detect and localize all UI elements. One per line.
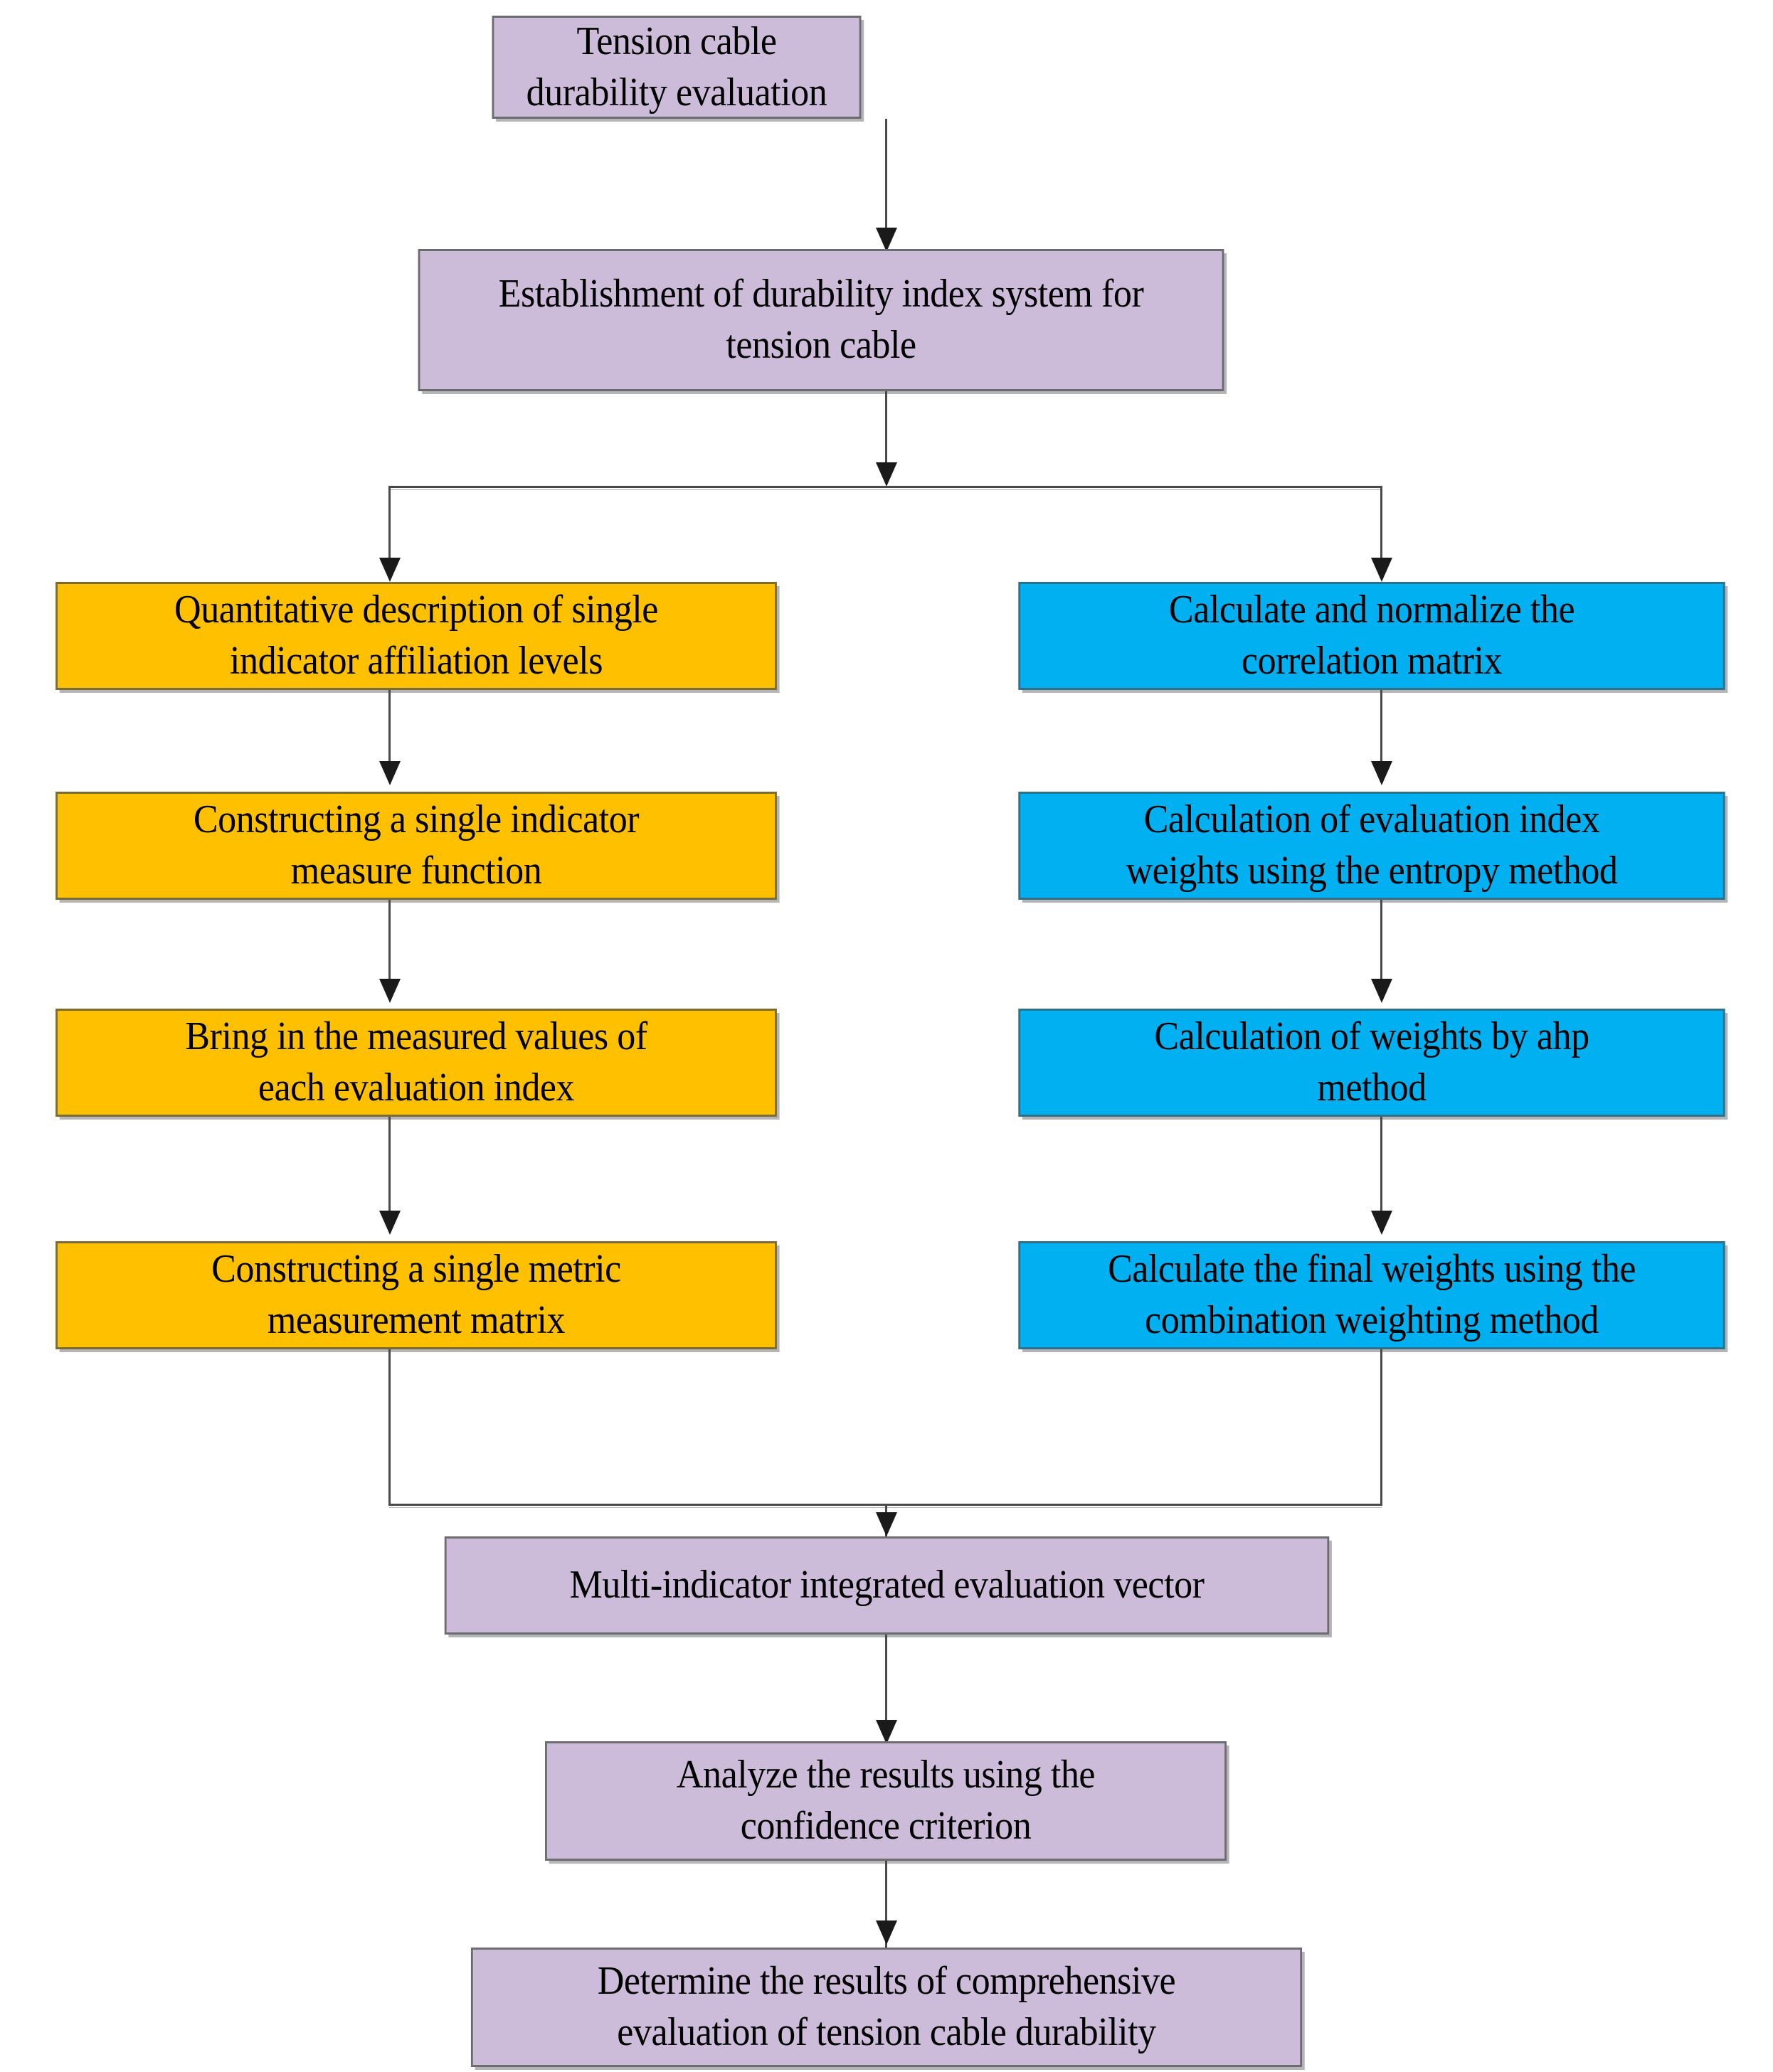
node-left-1[interactable]: Quantitative description of single indic… <box>55 582 777 690</box>
connector-right-3-to-4 <box>1380 1117 1382 1223</box>
arrowhead-split-left <box>379 558 401 582</box>
node-start-label: Tension cable durability evaluation <box>526 18 827 115</box>
node-left-2[interactable]: Constructing a single indicator measure … <box>55 792 777 900</box>
node-right-2[interactable]: Calculation of evaluation index weights … <box>1018 792 1725 900</box>
node-merge-3[interactable]: Determine the results of comprehensive e… <box>470 1948 1303 2067</box>
node-right-4-label: Calculate the final weights using the co… <box>1107 1247 1636 1342</box>
node-right-4[interactable]: Calculate the final weights using the co… <box>1018 1241 1725 1349</box>
connector-index-to-split <box>885 391 887 477</box>
node-right-3-label: Calculation of weights by ahp method <box>1154 1014 1589 1110</box>
node-left-1-label: Quantitative description of single indic… <box>174 588 658 683</box>
arrowhead-right-3-to-4 <box>1371 1211 1392 1235</box>
node-start[interactable]: Tension cable durability evaluation <box>492 16 862 119</box>
arrowhead-split-right <box>1371 558 1392 582</box>
connector-right-2-to-3 <box>1380 900 1382 991</box>
arrowhead-merge-to-vector <box>876 1512 897 1536</box>
connector-left-1-to-2 <box>388 690 391 774</box>
connector-left-3-to-4 <box>388 1117 391 1223</box>
split-bar-top <box>388 486 1382 488</box>
node-merge-2-label: Analyze the results using the confidence… <box>676 1753 1096 1848</box>
connector-split-right <box>1380 486 1382 573</box>
connector-vector-to-analyze <box>885 1635 887 1741</box>
node-merge-2[interactable]: Analyze the results using the confidence… <box>545 1741 1227 1861</box>
node-left-4[interactable]: Constructing a single metric measurement… <box>55 1241 777 1349</box>
node-left-3[interactable]: Bring in the measured values of each eva… <box>55 1009 777 1117</box>
node-right-2-label: Calculation of evaluation index weights … <box>1126 797 1618 893</box>
arrowhead-right-1-to-2 <box>1371 761 1392 785</box>
arrowhead-left-2-to-3 <box>379 979 401 1003</box>
node-left-4-label: Constructing a single metric measurement… <box>211 1247 621 1342</box>
node-index-system[interactable]: Establishment of durability index system… <box>418 249 1224 391</box>
connector-left-4-to-merge <box>388 1349 391 1506</box>
connector-right-4-to-merge <box>1380 1349 1382 1506</box>
node-right-1[interactable]: Calculate and normalize the correlation … <box>1018 582 1725 690</box>
node-left-3-label: Bring in the measured values of each eva… <box>185 1014 647 1110</box>
node-right-1-label: Calculate and normalize the correlation … <box>1168 588 1575 683</box>
connector-start-to-index <box>885 119 887 237</box>
arrowhead-vector-to-analyze <box>876 1720 897 1744</box>
arrowhead-left-3-to-4 <box>379 1211 401 1235</box>
node-left-2-label: Constructing a single indicator measure … <box>193 797 640 893</box>
connector-left-2-to-3 <box>388 900 391 991</box>
arrowhead-right-2-to-3 <box>1371 979 1392 1003</box>
node-merge-1-label: Multi-indicator integrated evaluation ve… <box>569 1563 1205 1608</box>
connector-analyze-to-determine <box>885 1861 887 1967</box>
arrowhead-start-to-index <box>876 228 897 252</box>
node-merge-3-label: Determine the results of comprehensive e… <box>597 1959 1176 2054</box>
arrowhead-index-to-split <box>876 462 897 487</box>
node-right-3[interactable]: Calculation of weights by ahp method <box>1018 1009 1725 1117</box>
arrowhead-analyze-to-determine <box>876 1920 897 1945</box>
node-index-system-label: Establishment of durability index system… <box>498 272 1144 367</box>
node-merge-1[interactable]: Multi-indicator integrated evaluation ve… <box>444 1536 1330 1635</box>
connector-split-left <box>388 486 391 573</box>
connector-right-1-to-2 <box>1380 690 1382 774</box>
arrowhead-left-1-to-2 <box>379 761 401 785</box>
